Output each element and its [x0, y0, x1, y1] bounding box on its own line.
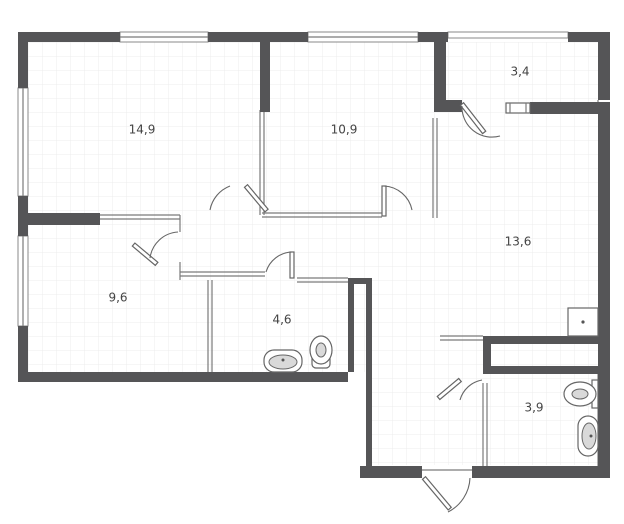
room-area-label: 3,4: [510, 65, 529, 79]
room-area-label: 14,9: [129, 123, 156, 137]
room-area-label: 10,9: [331, 123, 358, 137]
doors: [131, 101, 531, 513]
toilet-icon: [563, 379, 599, 409]
toilet-icon: [309, 335, 333, 369]
room-area-label: 13,6: [505, 235, 532, 249]
floor-grid: [28, 42, 598, 465]
shower-tray-icon: [567, 307, 599, 337]
room-area-label: 9,6: [108, 291, 127, 305]
room-labels: 14,9 10,9 3,4 13,6 9,6 4,6 3,9: [108, 65, 543, 415]
room-area-label: 3,9: [524, 401, 543, 415]
sink-icon: [577, 415, 599, 457]
fixtures: [263, 307, 599, 457]
room-area-label: 4,6: [272, 313, 291, 327]
sink-icon: [263, 349, 303, 373]
walls: [18, 32, 610, 478]
